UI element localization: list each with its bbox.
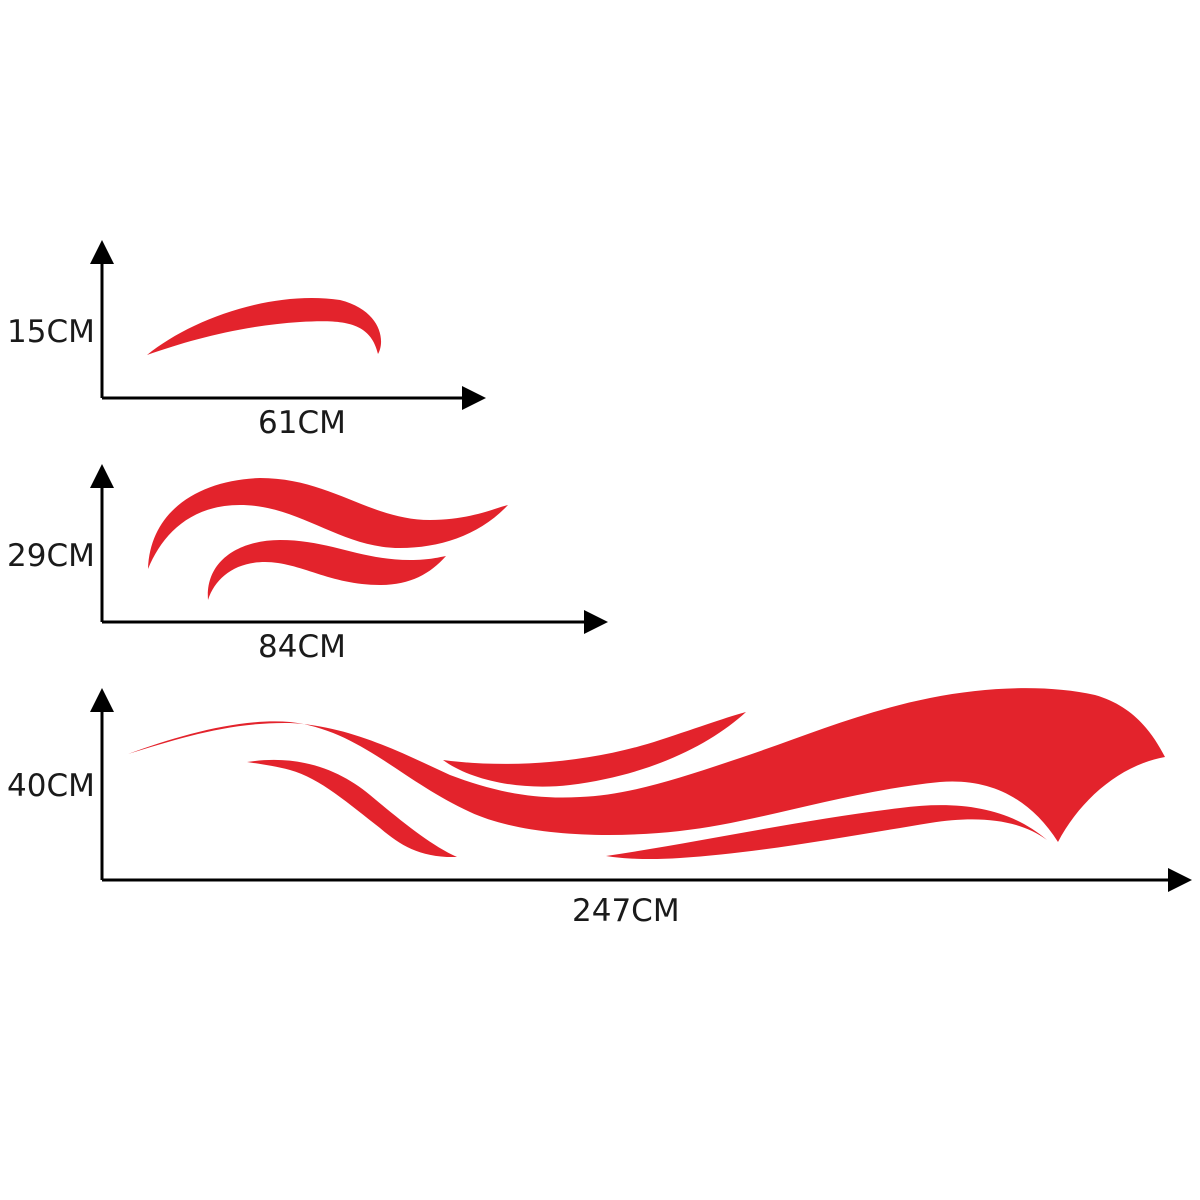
decal-2-height-label: 29CM [7, 538, 95, 574]
decal-1-axes [90, 240, 486, 410]
decal-3-x-arrow-icon [1168, 868, 1192, 892]
decal-3-height-label: 40CM [7, 768, 95, 804]
decal-3-lower-strip [606, 805, 1047, 860]
decal-2 [90, 464, 608, 634]
decal-2-width-label: 84CM [258, 629, 346, 665]
decal-3-main-flame [128, 688, 1165, 842]
decal-3-left-strip [247, 759, 457, 858]
decal-3-width-label: 247CM [572, 893, 680, 929]
decal-3-y-arrow-icon [90, 688, 114, 712]
decal-2-y-arrow-icon [90, 464, 114, 488]
decal-1 [90, 240, 486, 410]
decal-1-swoosh [147, 298, 382, 355]
decal-2-x-arrow-icon [584, 610, 608, 634]
decal-3-axes [90, 688, 1192, 892]
decal-1-height-label: 15CM [7, 314, 95, 350]
decal-1-y-arrow-icon [90, 240, 114, 264]
decal-2-lower-wave [207, 540, 446, 600]
decal-1-x-arrow-icon [462, 386, 486, 410]
decal-1-width-label: 61CM [258, 405, 346, 441]
decal-2-upper-wave [148, 478, 508, 569]
decal-3 [90, 688, 1192, 892]
decal-3-upper-strip [443, 712, 746, 787]
decal-2-axes [90, 464, 608, 634]
